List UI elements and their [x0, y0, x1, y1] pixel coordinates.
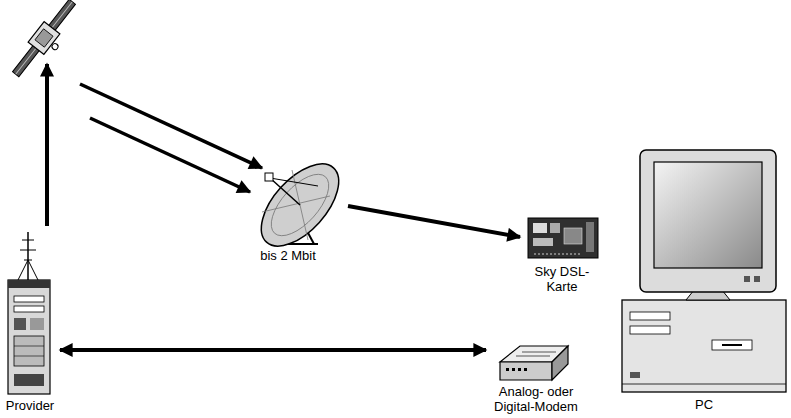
satellite-dish [247, 150, 353, 259]
downlink-beam [90, 118, 250, 192]
dsl-card [528, 218, 598, 258]
device-label-box: Sky DSL-Karte [520, 214, 604, 294]
data-link-arrow [60, 348, 486, 352]
device-label-box: PC [620, 146, 788, 412]
data-link-arrow [348, 206, 520, 237]
pc-computer [622, 150, 786, 392]
uplink-arrow [45, 64, 49, 226]
device-label: Analog- oder Digital-Modem [486, 384, 586, 414]
device-label: bis 2 Mbit [228, 248, 348, 263]
device-label-box: bis 2 Mbit [228, 168, 348, 263]
device-label-box: Provider [0, 228, 60, 413]
device-label: PC [620, 397, 788, 412]
device-label-box: Analog- oder Digital-Modem [486, 340, 586, 414]
device-label: Sky DSL-Karte [520, 264, 604, 294]
provider-server [8, 232, 50, 394]
device-label: Provider [0, 398, 60, 413]
modem-device [500, 346, 568, 380]
